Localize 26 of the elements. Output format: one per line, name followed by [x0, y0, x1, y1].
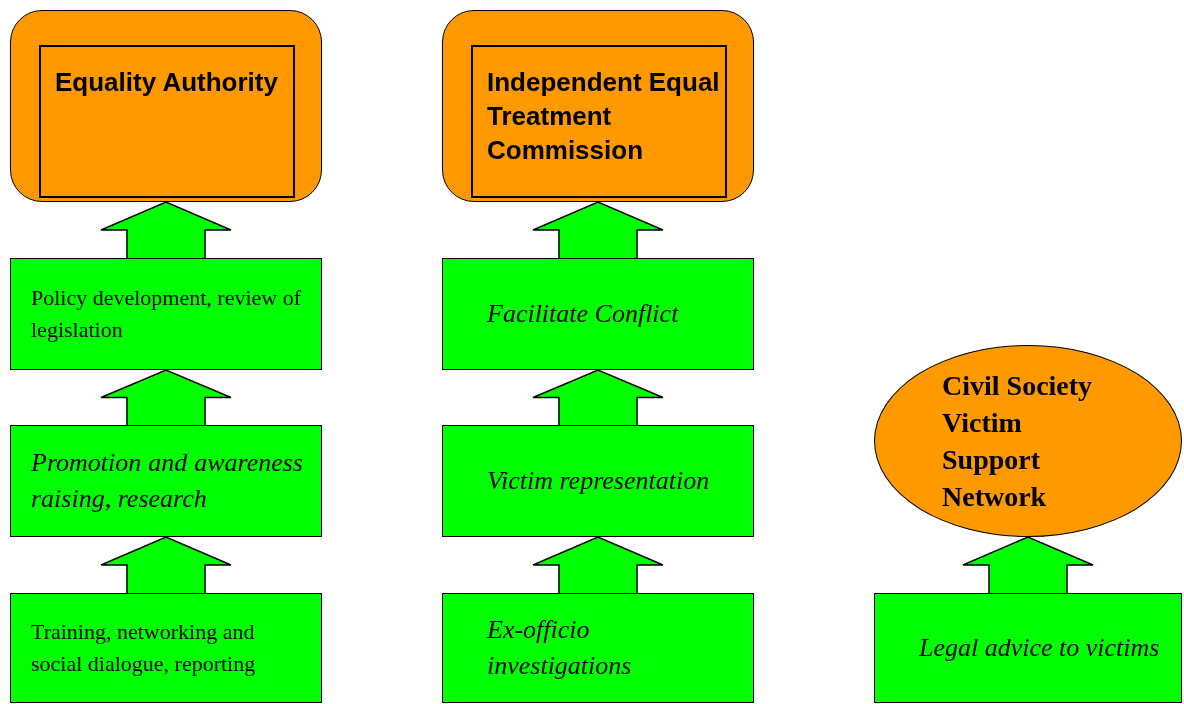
block-arrow [532, 369, 664, 426]
node-text: Ex-officio investigations [487, 614, 633, 682]
node-text: Facilitate Conflict [487, 298, 680, 330]
node-text: Equality Authority [55, 66, 279, 99]
node-text: Victim representation [487, 465, 711, 497]
node-text: Policy development, review of legislation [31, 284, 303, 344]
block-arrow [532, 201, 664, 259]
node-text: Training, networking and social dialogue, reporting [31, 618, 257, 678]
block-arrow [532, 536, 664, 594]
activity-box [442, 258, 754, 370]
block-arrow [962, 536, 1094, 594]
block-arrow [100, 369, 232, 426]
node-text: Independent Equal Treatment Commission [487, 66, 721, 167]
activity-box [10, 258, 322, 370]
block-arrow [100, 536, 232, 594]
activity-box [442, 593, 754, 703]
node-text: Legal advice to victims [919, 632, 1161, 664]
activity-box [442, 425, 754, 537]
authority-box [442, 10, 754, 202]
activity-box [874, 593, 1182, 703]
activity-box [10, 593, 322, 703]
node-text: Civil Society Victim Support Network [942, 369, 1094, 514]
authority-box [10, 10, 322, 202]
activity-box [10, 425, 322, 537]
block-arrow [100, 201, 232, 259]
node-text: Promotion and awareness raising, research [31, 447, 303, 515]
